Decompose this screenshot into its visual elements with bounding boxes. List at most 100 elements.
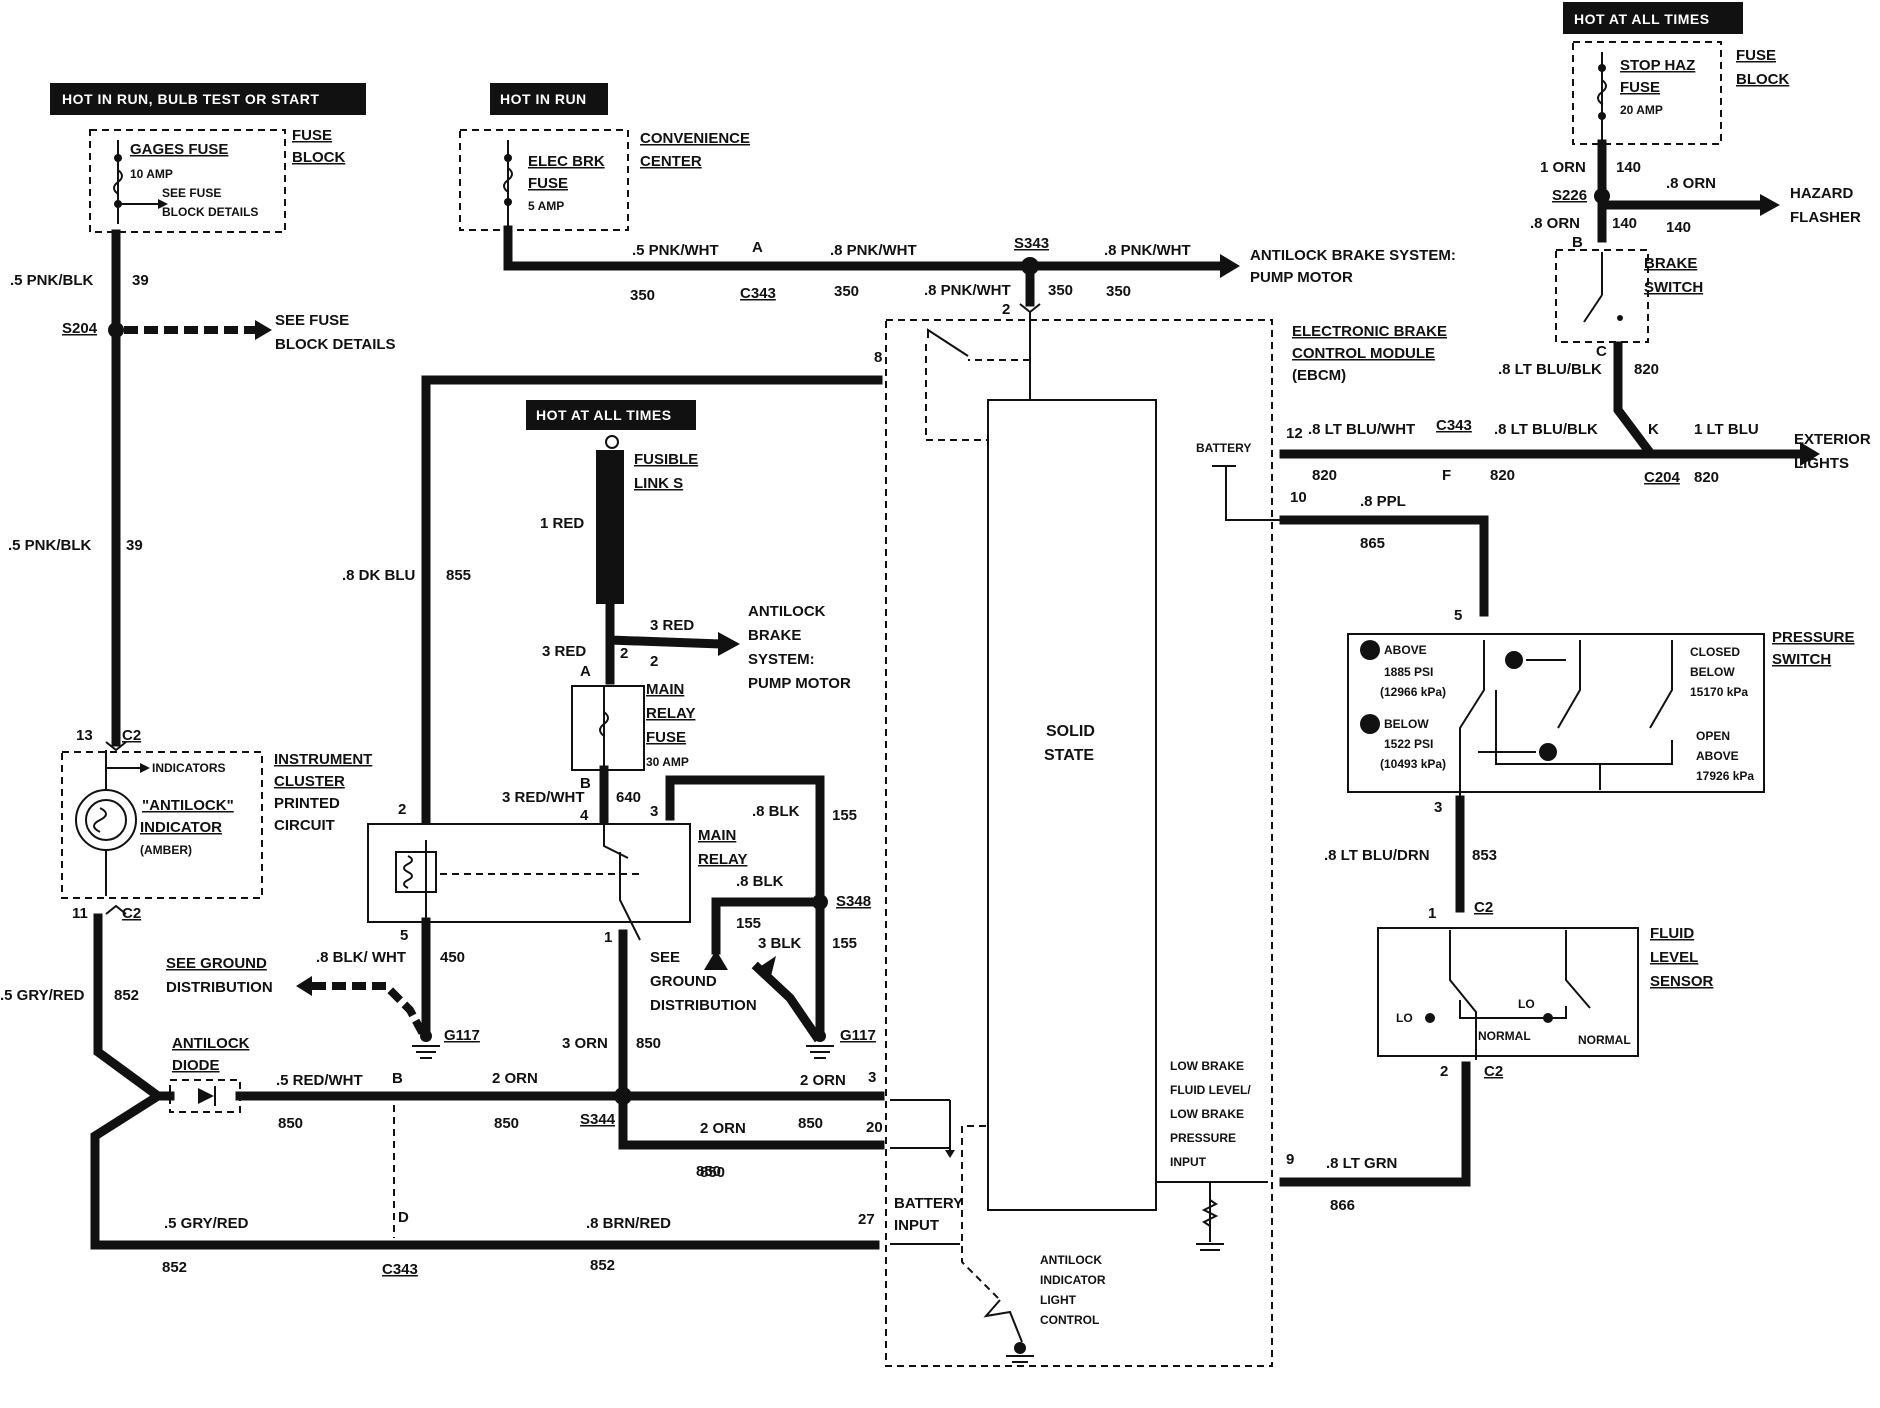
wire-350-c: 350 bbox=[1106, 283, 1131, 300]
pin-3-ebcm: 3 bbox=[868, 1069, 876, 1086]
ps-open: OPEN bbox=[1696, 729, 1730, 743]
wire-pnkwht-4: .8 PNK/WHT bbox=[924, 282, 1011, 299]
exterior-1: EXTERIOR bbox=[1794, 431, 1871, 448]
pin-2-mr: 2 bbox=[398, 801, 406, 818]
ps-1: PRESSURE bbox=[1772, 629, 1855, 646]
wire-2-b: 2 bbox=[650, 653, 658, 670]
tag-hot-run-text: HOT IN RUN bbox=[500, 91, 587, 107]
wire-2orn-c bbox=[618, 1091, 885, 1150]
abs2-3: SYSTEM: bbox=[748, 651, 815, 668]
splice-s204 bbox=[108, 322, 124, 338]
wire-850-c: 850 bbox=[494, 1115, 519, 1132]
tag-hot-run bbox=[490, 83, 608, 115]
pin-4: 4 bbox=[580, 807, 589, 824]
lbf-5: INPUT bbox=[1170, 1155, 1207, 1169]
pin-20: 20 bbox=[866, 1119, 883, 1136]
wire-dk-blu bbox=[421, 375, 883, 825]
conv-center-1: CONVENIENCE bbox=[640, 130, 750, 147]
elec-brk-name1: ELEC BRK bbox=[528, 153, 605, 170]
wire-num-39-1: 39 bbox=[132, 272, 149, 289]
fls-2: LEVEL bbox=[1650, 949, 1698, 966]
pin-K: K bbox=[1648, 421, 1659, 438]
instrument-cluster-box bbox=[61, 751, 263, 899]
stop-haz-name1: STOP HAZ bbox=[1620, 57, 1695, 74]
wire-ltbludrn: .8 LT BLU/DRN bbox=[1324, 847, 1430, 864]
diode-label-1: ANTILOCK bbox=[172, 1035, 250, 1052]
ps-above-psi: 1885 PSI bbox=[1384, 665, 1433, 679]
pin-11: 11 bbox=[72, 905, 88, 922]
wire-852-a: 852 bbox=[114, 987, 139, 1004]
fls-normal-2: NORMAL bbox=[1578, 1033, 1631, 1047]
splice-s348 bbox=[812, 894, 828, 910]
pin-A-top: A bbox=[752, 239, 763, 256]
ail-4: CONTROL bbox=[1040, 1313, 1099, 1327]
wire-850-b: 850 bbox=[278, 1115, 303, 1132]
ps-closed-below: BELOW bbox=[1690, 665, 1735, 679]
tag-hot-all-2 bbox=[526, 400, 696, 430]
relay-coil bbox=[395, 851, 437, 893]
ic-1: INSTRUMENT bbox=[274, 751, 372, 768]
abs2-2: BRAKE bbox=[748, 627, 801, 644]
wire-140-c: 140 bbox=[1666, 219, 1691, 236]
wire-820-d: 820 bbox=[1694, 469, 1719, 486]
wire-640: 640 bbox=[616, 789, 641, 806]
wire-2orn-b: 2 ORN bbox=[800, 1072, 846, 1089]
wire-850-a: 850 bbox=[636, 1035, 661, 1052]
main-relay-box bbox=[367, 823, 691, 923]
s343-label: S343 bbox=[1014, 235, 1049, 252]
wire-dkblu: .8 DK BLU bbox=[342, 567, 415, 584]
pin-1-fls: 1 bbox=[1428, 905, 1436, 922]
elec-brk-amp: 5 AMP bbox=[528, 199, 564, 213]
c2-c: C2 bbox=[1474, 899, 1493, 916]
pin-3-mr: 3 bbox=[650, 803, 658, 820]
wire-850-e: 850 bbox=[700, 1164, 725, 1181]
wire-155-a: 155 bbox=[832, 807, 857, 824]
batt-input-1: BATTERY bbox=[894, 1195, 963, 1212]
antilock-indicator-2: INDICATOR bbox=[140, 819, 222, 836]
conv-center-2: CENTER bbox=[640, 153, 702, 170]
battery-label: BATTERY bbox=[1196, 441, 1251, 455]
pin-5: 5 bbox=[400, 927, 408, 944]
pin-5-ps: 5 bbox=[1454, 607, 1462, 624]
s344-label: S344 bbox=[580, 1111, 616, 1128]
wire-pnk-wht bbox=[503, 225, 1225, 271]
wire-3blk: 3 BLK bbox=[758, 935, 802, 952]
wire-ppl-label: .8 PPL bbox=[1360, 493, 1406, 510]
wire-8blk-b: .8 BLK bbox=[736, 873, 784, 890]
g117-b: G117 bbox=[840, 1027, 876, 1044]
see-ground-4: GROUND bbox=[650, 973, 717, 990]
pin-13: 13 bbox=[76, 727, 93, 744]
ic-2: CLUSTER bbox=[274, 773, 345, 790]
wire-350-b: 350 bbox=[834, 283, 859, 300]
see-ground-1: SEE GROUND bbox=[166, 955, 267, 972]
tag-hot-run-bulb-text: HOT IN RUN, BULB TEST OR START bbox=[62, 91, 319, 107]
ebcm-box bbox=[885, 319, 1273, 1367]
ps-above: ABOVE bbox=[1384, 643, 1427, 657]
wire-350-d: 350 bbox=[1048, 282, 1073, 299]
wire-num-39-2: 39 bbox=[126, 537, 143, 554]
wire-8orn: .8 ORN bbox=[1666, 175, 1716, 192]
see-ground-2: DISTRIBUTION bbox=[166, 979, 273, 996]
solid-2: STATE bbox=[1044, 747, 1094, 764]
fusible-2: LINK S bbox=[634, 475, 683, 492]
wire-ltblublk-2: .8 LT BLU/BLK bbox=[1494, 421, 1598, 438]
wire-850-f: 850 bbox=[696, 1163, 721, 1180]
wire-pnkwht-3: .8 PNK/WHT bbox=[1104, 242, 1191, 259]
ebcm-2: CONTROL MODULE bbox=[1292, 345, 1435, 362]
wire-853: 853 bbox=[1472, 847, 1497, 864]
gages-fuse-name: GAGES FUSE bbox=[130, 141, 228, 158]
wire-pnkwht-1: .5 PNK/WHT bbox=[632, 242, 719, 259]
main-relay-2: RELAY bbox=[698, 851, 747, 868]
gages-fuse-note2: BLOCK DETAILS bbox=[162, 205, 258, 219]
pin-10: 10 bbox=[1290, 489, 1307, 506]
c343-b: C343 bbox=[382, 1261, 418, 1278]
wire-852-c: 852 bbox=[590, 1257, 615, 1274]
wire-lt-blu-blk bbox=[1613, 341, 1655, 457]
wire-155-c: 155 bbox=[832, 935, 857, 952]
stop-haz-amp: 20 AMP bbox=[1620, 103, 1663, 117]
elec-brk-name2: FUSE bbox=[528, 175, 568, 192]
mrf-2: RELAY bbox=[646, 705, 695, 722]
wire-850-d: 850 bbox=[798, 1115, 823, 1132]
ps-below-psi: 1522 PSI bbox=[1384, 737, 1433, 751]
pin-1-mr: 1 bbox=[604, 929, 612, 946]
